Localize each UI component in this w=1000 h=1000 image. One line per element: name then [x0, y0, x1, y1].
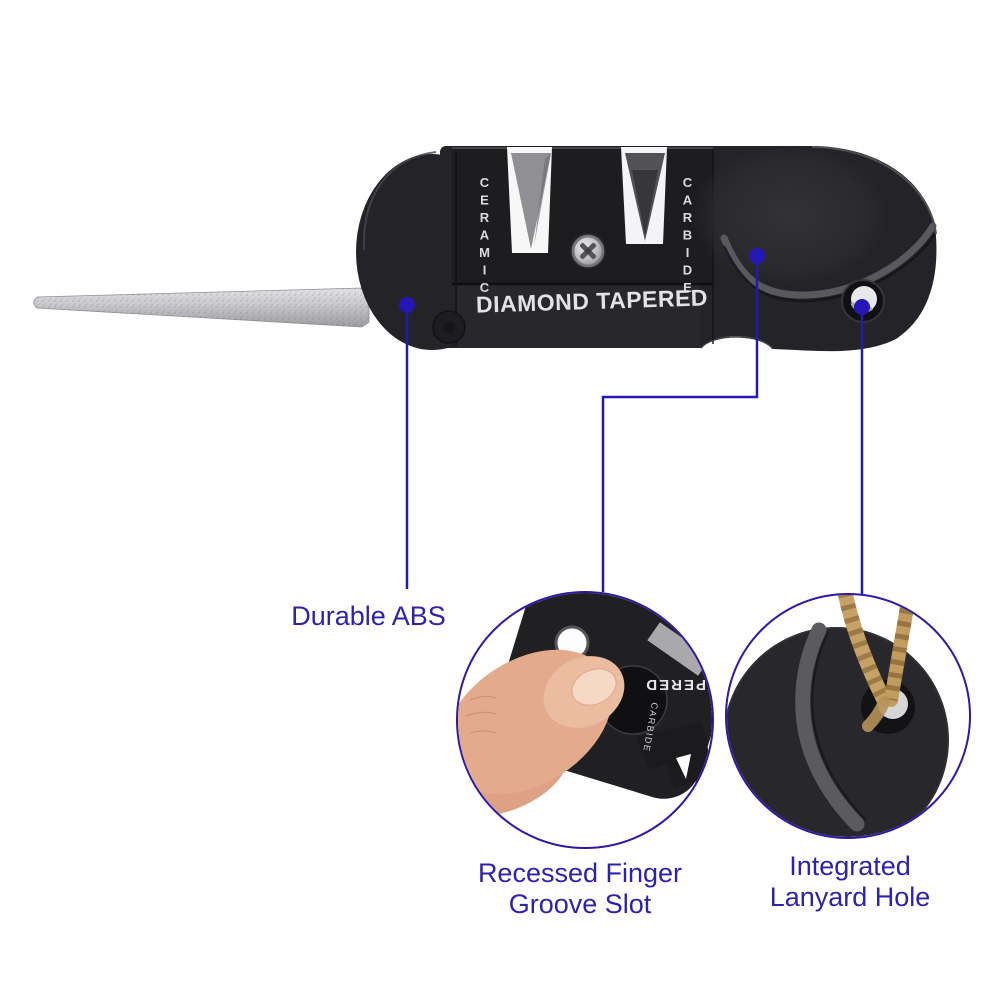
finger-groove-notch [700, 336, 774, 350]
thumbnail [571, 668, 617, 706]
ceramic-engraving: CERAMIC [477, 175, 492, 298]
callout-lines [399, 248, 870, 594]
inset-bevel-highlight [795, 622, 865, 832]
pivot-plug [432, 310, 466, 344]
ceramic-slot [507, 147, 552, 253]
callout-dot-lanyard [854, 299, 870, 315]
inset-finger-groove: PERED CARBIDE [456, 591, 714, 849]
lanyard-hole-label-line2: Lanyard Hole [769, 882, 931, 912]
carbide-slot [621, 147, 667, 244]
callout-dot-durable-abs [399, 297, 415, 313]
lanyard-hole-label-line1: Integrated [789, 851, 911, 881]
lanyard-hole-label: Integrated Lanyard Hole [700, 851, 1000, 913]
center-screw [570, 233, 606, 269]
callout-dot-finger-groove [749, 248, 765, 264]
diamond-tapered-rod [33, 287, 370, 328]
inset-lanyard-hole [725, 593, 971, 839]
finger-groove-label-line2: Groove Slot [508, 889, 652, 919]
bevel-highlight [720, 222, 937, 299]
callout-line-finger-groove [601, 256, 759, 592]
durable-abs-label: Durable ABS [291, 601, 446, 631]
finger-groove-label-line1: Recessed Finger [477, 858, 683, 888]
finger-groove-label: Recessed Finger Groove Slot [425, 858, 735, 920]
sharpener-body [356, 145, 937, 352]
inset-tapered-text: PERED [644, 676, 706, 693]
carbide-engraving: CARBIDE [680, 175, 695, 298]
